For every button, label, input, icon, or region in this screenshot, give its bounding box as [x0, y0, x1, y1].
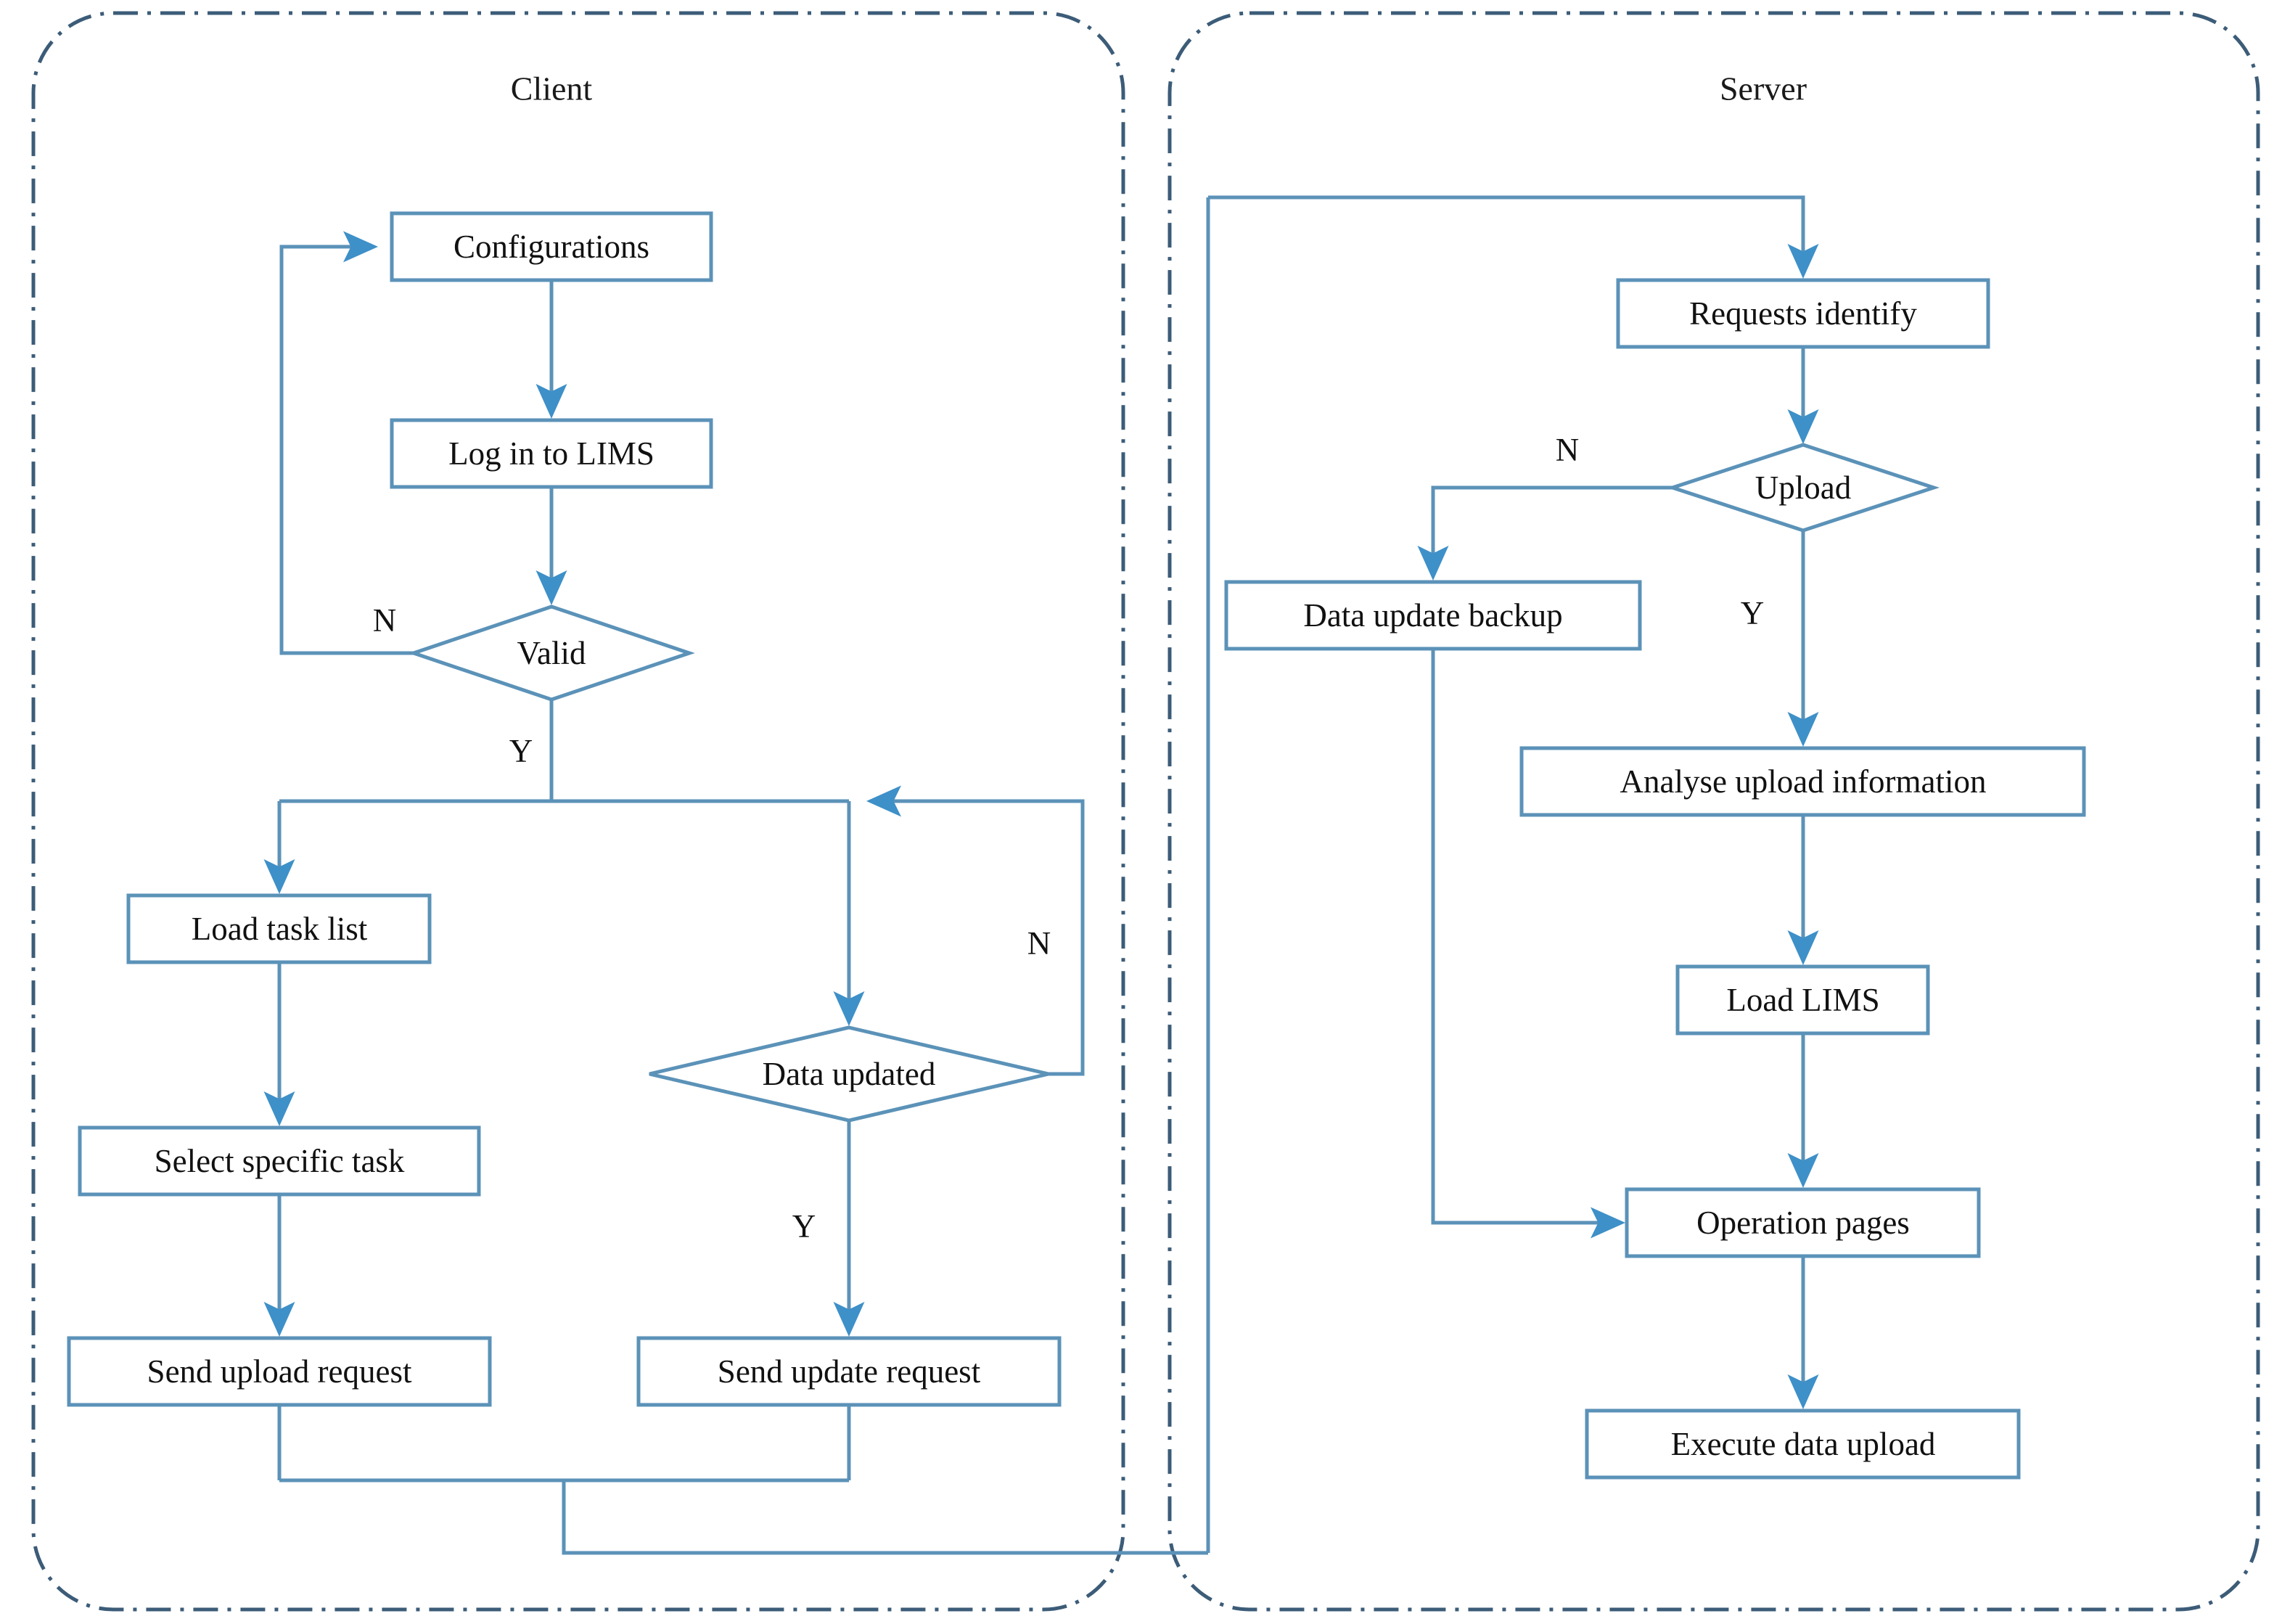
node-data-updated — [649, 1025, 1049, 1123]
edge-label-valid-yes: Y — [509, 733, 533, 769]
node-upload — [1666, 443, 1940, 533]
node-data-update-backup — [1224, 580, 1642, 651]
node-requests-identify — [1616, 278, 1990, 349]
panel-title-client: Client — [510, 70, 593, 107]
node-load-lims — [1675, 964, 1930, 1035]
node-analyse-upload — [1519, 746, 2086, 817]
node-send-update-req — [636, 1336, 1062, 1407]
edge-label-data-updated-yes: Y — [792, 1208, 816, 1244]
edge-label-upload-no: N — [1555, 432, 1580, 468]
node-operation-pages — [1625, 1187, 1981, 1258]
node-login-lims — [390, 418, 713, 489]
edge-label-valid-no: N — [372, 602, 397, 639]
node-valid — [408, 604, 695, 702]
edge-label-data-updated-no: N — [1027, 925, 1051, 961]
node-execute-upload — [1585, 1408, 2021, 1480]
node-shapes — [67, 211, 2086, 1480]
node-select-task — [78, 1125, 481, 1197]
node-configurations — [390, 211, 713, 282]
client-connectors — [263, 231, 1208, 1555]
edge-label-upload-yes: Y — [1740, 595, 1765, 631]
node-load-task-list — [126, 893, 432, 964]
node-send-upload-req — [67, 1336, 492, 1407]
panel-title-server: Server — [1719, 70, 1807, 107]
panel-client — [31, 11, 1125, 1612]
panel-server — [1167, 11, 2260, 1612]
server-connectors — [1206, 195, 1819, 1553]
